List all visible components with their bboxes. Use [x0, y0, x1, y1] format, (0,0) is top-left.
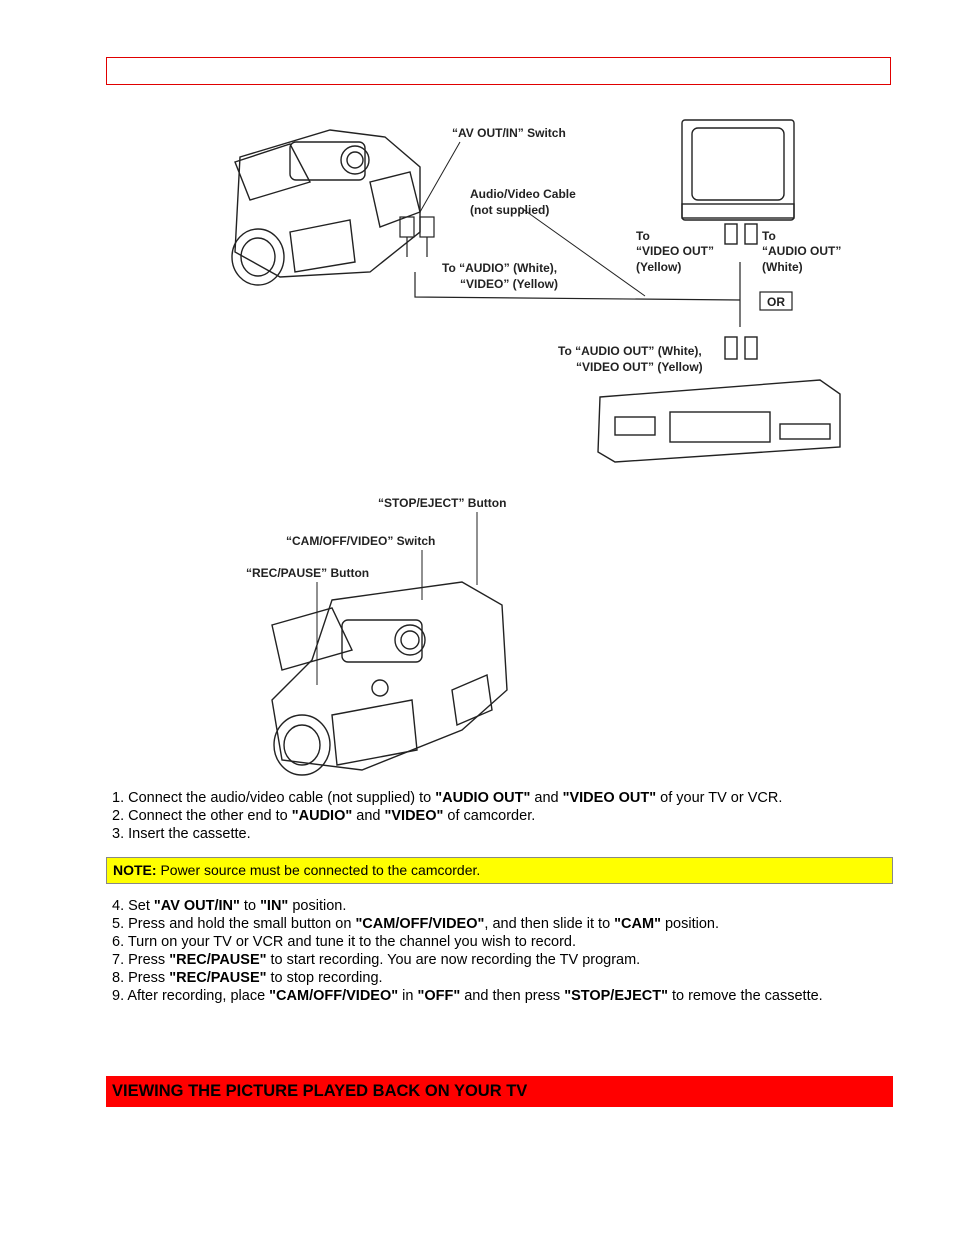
plug-icon: [400, 217, 414, 237]
tv-illustration: [682, 120, 794, 244]
svg-text:OR: OR: [767, 295, 785, 309]
list-item: 7. Press "REC/PAUSE" to start recording.…: [112, 951, 823, 969]
header-box: [106, 57, 891, 85]
svg-text:“VIDEO OUT”: “VIDEO OUT”: [636, 244, 714, 258]
svg-text:“CAM/OFF/VIDEO” Switch: “CAM/OFF/VIDEO” Switch: [286, 534, 435, 548]
svg-text:“AV OUT/IN” Switch: “AV OUT/IN” Switch: [452, 126, 566, 140]
svg-text:To: To: [762, 229, 776, 243]
note-text: Power source must be connected to the ca…: [157, 862, 481, 878]
connection-diagram: OR “AV OUT/IN” Switch Audio/Video Cable …: [220, 112, 850, 472]
svg-text:“VIDEO” (Yellow): “VIDEO” (Yellow): [460, 277, 558, 291]
camcorder-controls-diagram: “STOP/EJECT” Button “CAM/OFF/VIDEO” Swit…: [222, 490, 522, 790]
list-item: 1. Connect the audio/video cable (not su…: [112, 789, 782, 807]
camcorder-illustration: [272, 582, 507, 775]
svg-text:“AUDIO OUT”: “AUDIO OUT”: [762, 244, 841, 258]
svg-text:To “AUDIO” (White),: To “AUDIO” (White),: [442, 261, 557, 275]
svg-text:(not supplied): (not supplied): [470, 203, 549, 217]
list-item: 6. Turn on your TV or VCR and tune it to…: [112, 933, 823, 951]
note-box: NOTE: Power source must be connected to …: [106, 857, 893, 884]
svg-text:(Yellow): (Yellow): [636, 260, 681, 274]
svg-text:To “AUDIO OUT” (White),: To “AUDIO OUT” (White),: [558, 344, 702, 358]
list-item: 9. After recording, place "CAM/OFF/VIDEO…: [112, 987, 823, 1005]
svg-text:“REC/PAUSE” Button: “REC/PAUSE” Button: [246, 566, 369, 580]
connection-steps: 1. Connect the audio/video cable (not su…: [112, 789, 782, 843]
svg-text:To: To: [636, 229, 650, 243]
or-box: OR: [760, 292, 792, 310]
svg-text:Audio/Video Cable: Audio/Video Cable: [470, 187, 576, 201]
svg-text:(White): (White): [762, 260, 803, 274]
section-heading: VIEWING THE PICTURE PLAYED BACK ON YOUR …: [106, 1076, 893, 1107]
recording-steps: 4. Set "AV OUT/IN" to "IN" position. 5. …: [112, 897, 823, 1005]
list-item: 8. Press "REC/PAUSE" to stop recording.: [112, 969, 823, 987]
list-item: 2. Connect the other end to "AUDIO" and …: [112, 807, 782, 825]
svg-text:“VIDEO OUT” (Yellow): “VIDEO OUT” (Yellow): [576, 360, 703, 374]
list-item: 5. Press and hold the small button on "C…: [112, 915, 823, 933]
list-item: 3. Insert the cassette.: [112, 825, 782, 843]
svg-text:“STOP/EJECT” Button: “STOP/EJECT” Button: [378, 496, 506, 510]
list-item: 4. Set "AV OUT/IN" to "IN" position.: [112, 897, 823, 915]
plug-icon: [420, 217, 434, 237]
camcorder-illustration: [232, 130, 420, 285]
note-label: NOTE:: [113, 862, 157, 878]
